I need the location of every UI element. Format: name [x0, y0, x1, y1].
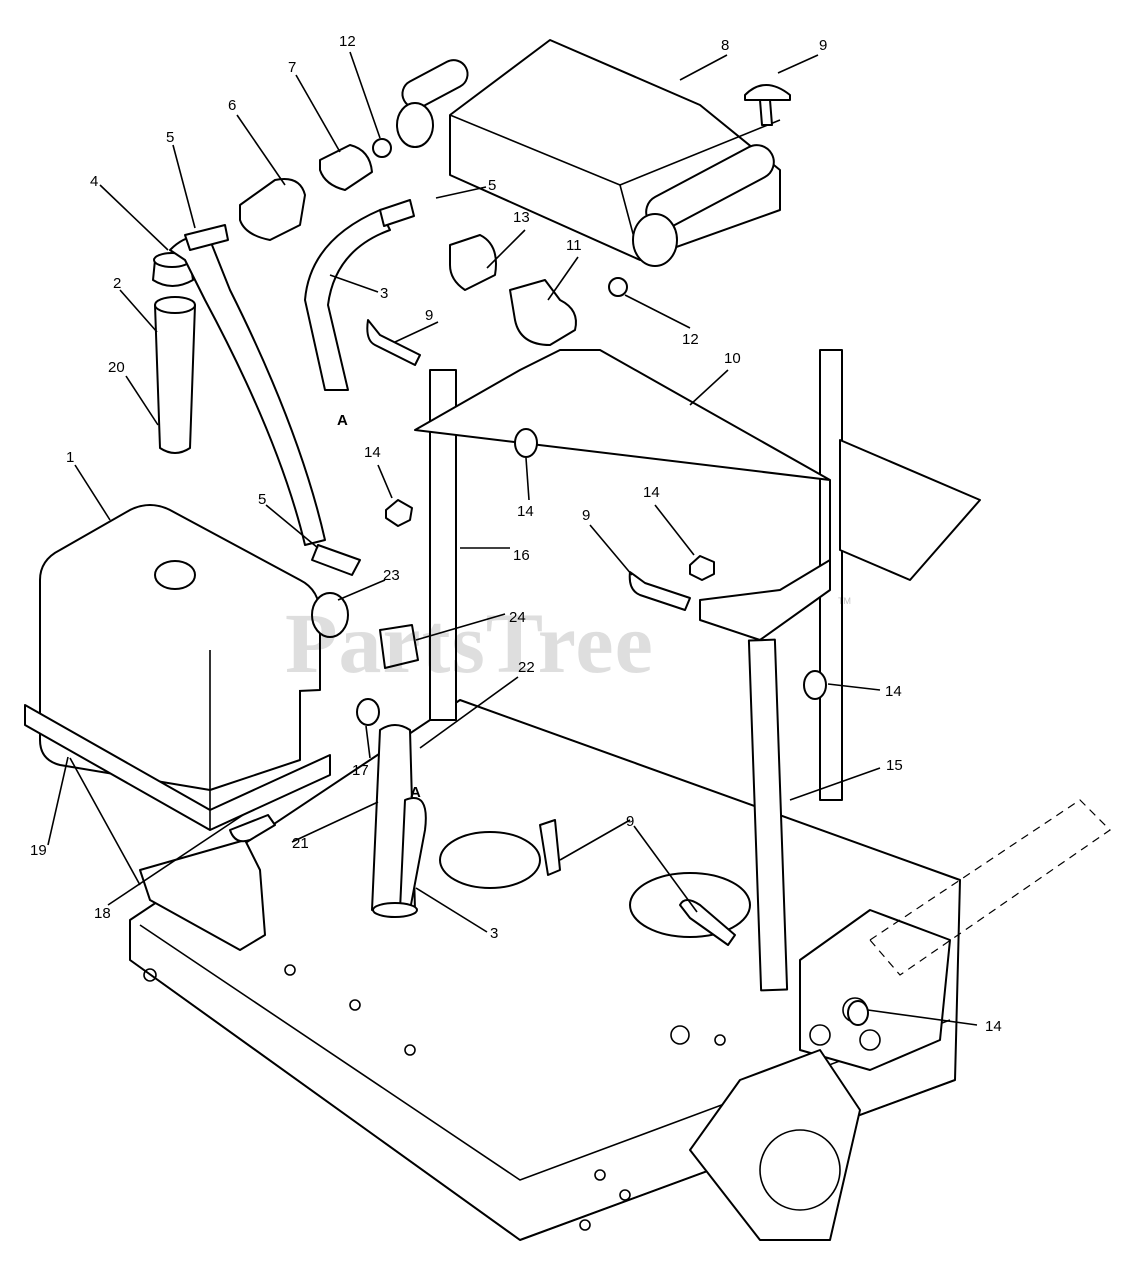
- callout-14b: 14: [517, 503, 534, 520]
- elbow-fitting-11: [509, 279, 577, 346]
- bolt-18: [229, 814, 276, 843]
- callout-5a: 5: [166, 129, 174, 146]
- callout-6: 6: [228, 97, 236, 114]
- callout-8: 8: [721, 37, 729, 54]
- grommet-23: [311, 592, 349, 638]
- hose-clamp-left: [184, 224, 229, 251]
- o-ring-12-upper: [372, 138, 392, 158]
- lock-nut-d: [803, 670, 827, 700]
- callout-14a: 14: [364, 444, 381, 461]
- callout-12a: 12: [339, 33, 356, 50]
- carriage-bolt-mid: [366, 319, 421, 366]
- carriage-bolt-center: [539, 819, 561, 876]
- leader-lines: [47, 51, 978, 1026]
- hardware: [229, 84, 869, 1026]
- callout-1: 1: [66, 449, 74, 466]
- lock-nut-b: [514, 428, 538, 458]
- callout-22: 22: [518, 659, 535, 676]
- callout-21: 21: [292, 835, 309, 852]
- tee-fitting-24: [379, 624, 419, 669]
- callout-24: 24: [509, 609, 526, 626]
- callout-14d: 14: [885, 683, 902, 700]
- upright-brackets: [414, 349, 981, 992]
- callout-14c: 14: [643, 484, 660, 501]
- ref-letter-lower: A: [410, 784, 421, 801]
- callout-15: 15: [886, 757, 903, 774]
- callout-23: 23: [383, 567, 400, 584]
- o-ring-12-lower: [608, 277, 628, 297]
- callout-9c: 9: [582, 507, 590, 524]
- callout-9b: 9: [425, 307, 433, 324]
- watermark-trademark: TM: [838, 596, 851, 606]
- hose-clamp-lower: [311, 544, 361, 576]
- callout-3b: 3: [490, 925, 498, 942]
- callout-labels: 8 9 12 7 6 5 4 5 13 11 12 3 9 10 2 20 1 …: [30, 33, 1002, 1035]
- callout-5b: 5: [488, 177, 496, 194]
- lock-nut-c: [689, 555, 715, 581]
- adapter-fitting-7: [319, 144, 373, 191]
- watermark-text: PartsTree: [285, 595, 654, 691]
- callout-9d: 9: [626, 813, 634, 830]
- control-plate: [689, 799, 1111, 1241]
- carriage-bolt-upper: [744, 84, 791, 126]
- callout-17: 17: [352, 762, 369, 779]
- hose-long: [169, 235, 326, 546]
- callout-13: 13: [513, 209, 530, 226]
- callout-2: 2: [113, 275, 121, 292]
- watermark: PartsTree TM: [285, 595, 851, 691]
- callout-14e: 14: [985, 1018, 1002, 1035]
- adapter-fitting-13: [449, 234, 497, 291]
- callout-16: 16: [513, 547, 530, 564]
- carriage-bolt-right: [628, 571, 691, 611]
- callout-4: 4: [90, 173, 98, 190]
- callout-18: 18: [94, 905, 111, 922]
- callout-5c: 5: [258, 491, 266, 508]
- callout-11: 11: [566, 237, 582, 254]
- callout-3a: 3: [380, 285, 388, 302]
- hose-lower: [371, 724, 427, 918]
- grommet-17: [356, 698, 380, 726]
- hose-clamp-right: [379, 199, 415, 227]
- lock-nut-e: [847, 1000, 869, 1026]
- carriage-bolt-low: [679, 899, 736, 946]
- lock-nut-a: [385, 499, 413, 527]
- callout-7: 7: [288, 59, 296, 76]
- reservoir-assembly: [396, 39, 781, 267]
- hose-upper: [304, 209, 391, 391]
- callout-10: 10: [724, 350, 741, 367]
- callout-12b: 12: [682, 331, 699, 348]
- fittings: [184, 138, 628, 726]
- elbow-fitting-6: [239, 178, 306, 241]
- callout-19: 19: [30, 842, 47, 859]
- callout-9a: 9: [819, 37, 827, 54]
- filler-neck: [154, 296, 196, 454]
- callout-20: 20: [108, 359, 125, 376]
- ref-letter-upper: A: [337, 412, 348, 429]
